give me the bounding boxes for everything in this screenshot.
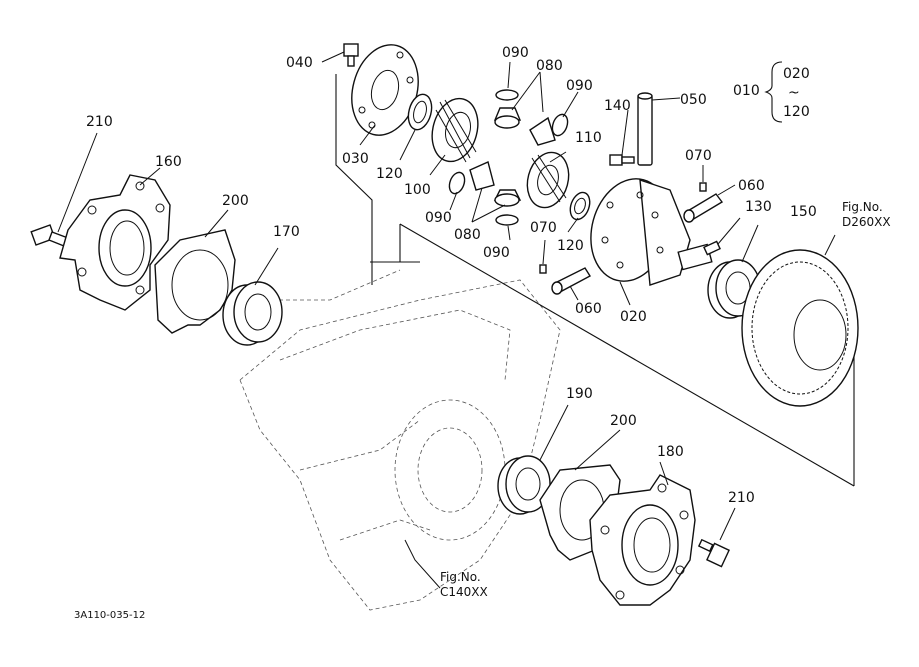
- callout-110: 110: [575, 130, 602, 146]
- washer-120-upper: [407, 93, 433, 131]
- callout-120-upper: 120: [376, 166, 403, 182]
- callout-040: 040: [286, 55, 313, 71]
- drawing-code: 3A110-035-12: [74, 610, 145, 621]
- pinion-080-right: [529, 116, 556, 146]
- callout-labels: 040 030 120 100 090 080 090 110 090 080 …: [86, 45, 817, 506]
- pinion-080-bottom: [493, 189, 522, 207]
- callout-070-right: 070: [685, 148, 712, 164]
- callout-170: 170: [273, 224, 300, 240]
- fig-label-d260: Fig.No.: [842, 200, 883, 214]
- pinion-080-top: [493, 107, 522, 129]
- ring-gear-reference: [741, 249, 859, 407]
- side-gear-100: [431, 97, 479, 163]
- callout-200-upper: 200: [222, 193, 249, 209]
- pin-130: [703, 240, 721, 256]
- pin-070-right: [699, 182, 707, 192]
- bolt-140: [609, 154, 635, 166]
- bolt-040: [343, 43, 359, 67]
- bolt-210-lower: [697, 538, 730, 568]
- callout-060-right: 060: [738, 178, 765, 194]
- callout-150: 150: [790, 204, 817, 220]
- callout-190: 190: [566, 386, 593, 402]
- callout-010: 010: [733, 83, 760, 99]
- range-start: 020: [783, 66, 810, 82]
- callout-060-left: 060: [575, 301, 602, 317]
- side-gear-110: [526, 151, 570, 209]
- callout-090-bottom: 090: [483, 245, 510, 261]
- assembly-frame-lines: [335, 74, 855, 487]
- callout-100: 100: [404, 182, 431, 198]
- callout-020: 020: [620, 309, 647, 325]
- flange-cover-160: [59, 174, 171, 311]
- callout-090-left: 090: [425, 210, 452, 226]
- washer-120-lower: [569, 191, 591, 221]
- washer-090-right-upper: [551, 113, 569, 137]
- fig-number-d260: D260XX: [842, 215, 891, 229]
- callout-070-left: 070: [530, 220, 557, 236]
- gasket-200-upper: [154, 229, 236, 334]
- flange-cover-180: [589, 474, 696, 606]
- bearing-170: [222, 281, 283, 346]
- pin-060-left: [551, 267, 591, 295]
- callout-050: 050: [680, 92, 707, 108]
- bolt-210-upper: [30, 224, 69, 247]
- callout-200-lower: 200: [610, 413, 637, 429]
- callout-130: 130: [745, 199, 772, 215]
- washer-090-left: [448, 171, 466, 195]
- pin-060-right: [683, 193, 724, 223]
- callout-080-top: 080: [536, 58, 563, 74]
- callout-090-right: 090: [566, 78, 593, 94]
- pinion-080-left: [469, 161, 495, 191]
- callout-140: 140: [604, 98, 631, 114]
- washer-090-bottom: [495, 214, 519, 226]
- differential-case-020: [590, 178, 713, 286]
- fig-number-c140: C140XX: [440, 585, 488, 599]
- pin-070-left: [539, 264, 547, 274]
- callout-120-lower: 120: [557, 238, 584, 254]
- figure-references: Fig.No. D260XX Fig.No. C140XX: [440, 200, 891, 599]
- range-tilde: ~: [788, 85, 800, 101]
- callout-030: 030: [342, 151, 369, 167]
- assembly-range-bracket: [764, 61, 783, 123]
- callout-210-lower: 210: [728, 490, 755, 506]
- washer-090-top: [495, 89, 519, 101]
- callout-180: 180: [657, 444, 684, 460]
- cross-shaft-050: [637, 92, 653, 166]
- range-end: 120: [783, 104, 810, 120]
- callout-160: 160: [155, 154, 182, 170]
- callout-210-upper: 210: [86, 114, 113, 130]
- callout-090-top: 090: [502, 45, 529, 61]
- callout-080-bottom: 080: [454, 227, 481, 243]
- fig-label-c140: Fig.No.: [440, 570, 481, 584]
